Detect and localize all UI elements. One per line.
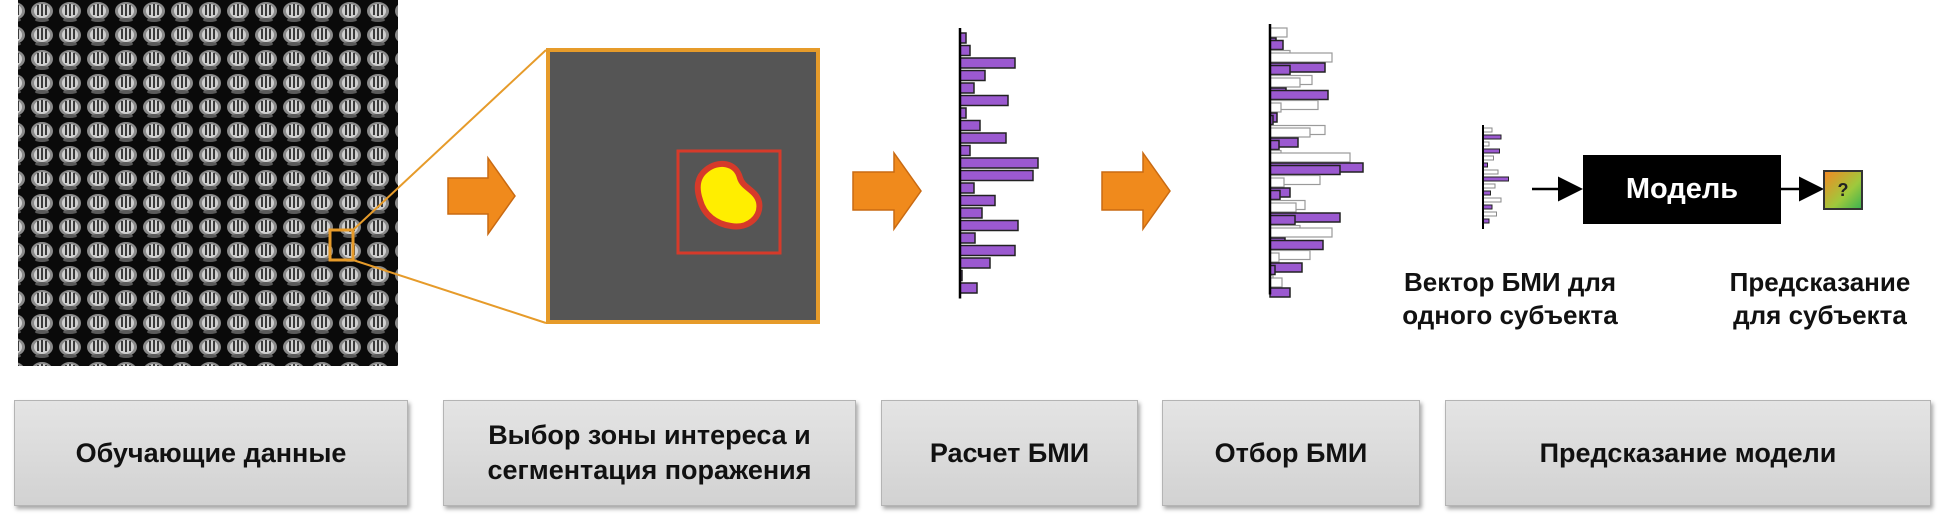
vector-bar — [1482, 169, 1499, 175]
vector-bar — [1482, 183, 1496, 189]
vector-bar — [1482, 155, 1494, 161]
zoomed-slice — [546, 48, 820, 324]
vector-bar — [1482, 190, 1491, 196]
vector-bar — [1482, 176, 1509, 182]
prediction-caption: Предсказание для субъекта — [1729, 267, 1911, 330]
selected-feature-bar — [1269, 239, 1324, 251]
feature-bar — [959, 44, 971, 57]
vector-bar — [1482, 127, 1493, 133]
vector-caption: Вектор БМИ для одного субъекта — [1402, 267, 1618, 330]
feature-bar — [959, 119, 981, 132]
lesion — [694, 160, 763, 230]
selected-feature-bar — [1269, 189, 1281, 201]
feature-bar — [959, 132, 1007, 144]
selected-feature-bar — [1269, 89, 1329, 101]
vector-bar — [1482, 211, 1497, 217]
unselected-feature-bar — [1269, 127, 1311, 138]
feature-bar — [959, 232, 976, 244]
unselected-feature-bar — [1269, 202, 1297, 213]
unselected-feature-bar — [1269, 52, 1333, 63]
unselected-feature-bar — [1269, 252, 1280, 263]
feature-bar — [959, 282, 978, 294]
feature-bar — [959, 182, 975, 194]
process-arrows — [447, 150, 1171, 237]
selected-feature-bar — [1269, 287, 1291, 298]
stage-roi-segmentation: Выбор зоны интереса и сегментация пораже… — [443, 400, 856, 506]
model-box: Модель — [1583, 155, 1781, 224]
stage-model-prediction: Предсказание модели — [1445, 400, 1931, 506]
stage-training-data: Обучающие данные — [14, 400, 408, 506]
feature-selection-chart — [1268, 24, 1364, 298]
unselected-feature-bar — [1269, 177, 1285, 188]
vector-bar — [1482, 197, 1502, 203]
feature-bar — [959, 194, 996, 207]
training-data-montage — [18, 0, 398, 366]
feature-bar — [959, 82, 975, 94]
feature-bar — [959, 157, 1039, 169]
feature-bar-chart — [958, 28, 1039, 299]
selected-feature-bar — [1269, 64, 1291, 76]
feature-bar — [959, 94, 1009, 107]
feature-bar — [959, 169, 1034, 182]
selected-feature-bar — [1269, 139, 1280, 151]
feature-bar — [959, 57, 1016, 69]
feature-bar — [959, 244, 1016, 257]
process-arrow-icon — [852, 150, 922, 232]
unselected-feature-bar — [1269, 102, 1282, 113]
feature-bar — [959, 257, 991, 269]
prediction-result-box: ? — [1823, 170, 1863, 210]
selected-feature-bar — [1269, 164, 1341, 176]
model-label: Модель — [1625, 173, 1739, 205]
result-mark: ? — [1837, 179, 1849, 200]
selected-feature-bar — [1269, 214, 1296, 226]
unselected-feature-bar — [1269, 227, 1333, 238]
unselected-feature-bar — [1269, 27, 1288, 38]
unselected-feature-bar — [1269, 277, 1283, 288]
roi-box — [676, 149, 782, 255]
vector-bar — [1482, 148, 1500, 154]
subject-feature-vector — [1482, 125, 1509, 229]
feature-bar — [959, 144, 971, 157]
zoom-connector — [328, 49, 547, 324]
process-arrow-icon — [447, 155, 516, 237]
feature-bar — [959, 219, 1019, 232]
feature-bar — [959, 69, 986, 82]
process-arrow-icon — [1101, 150, 1171, 232]
feature-bar — [959, 207, 983, 219]
vector-bar — [1482, 134, 1502, 140]
vector-bar — [1482, 204, 1493, 210]
stage-feature-calculation: Расчет БМИ — [881, 400, 1138, 506]
unselected-feature-bar — [1269, 152, 1351, 163]
unselected-feature-bar — [1269, 77, 1301, 88]
stage-feature-selection: Отбор БМИ — [1162, 400, 1420, 506]
selected-feature-bar — [1269, 39, 1284, 51]
